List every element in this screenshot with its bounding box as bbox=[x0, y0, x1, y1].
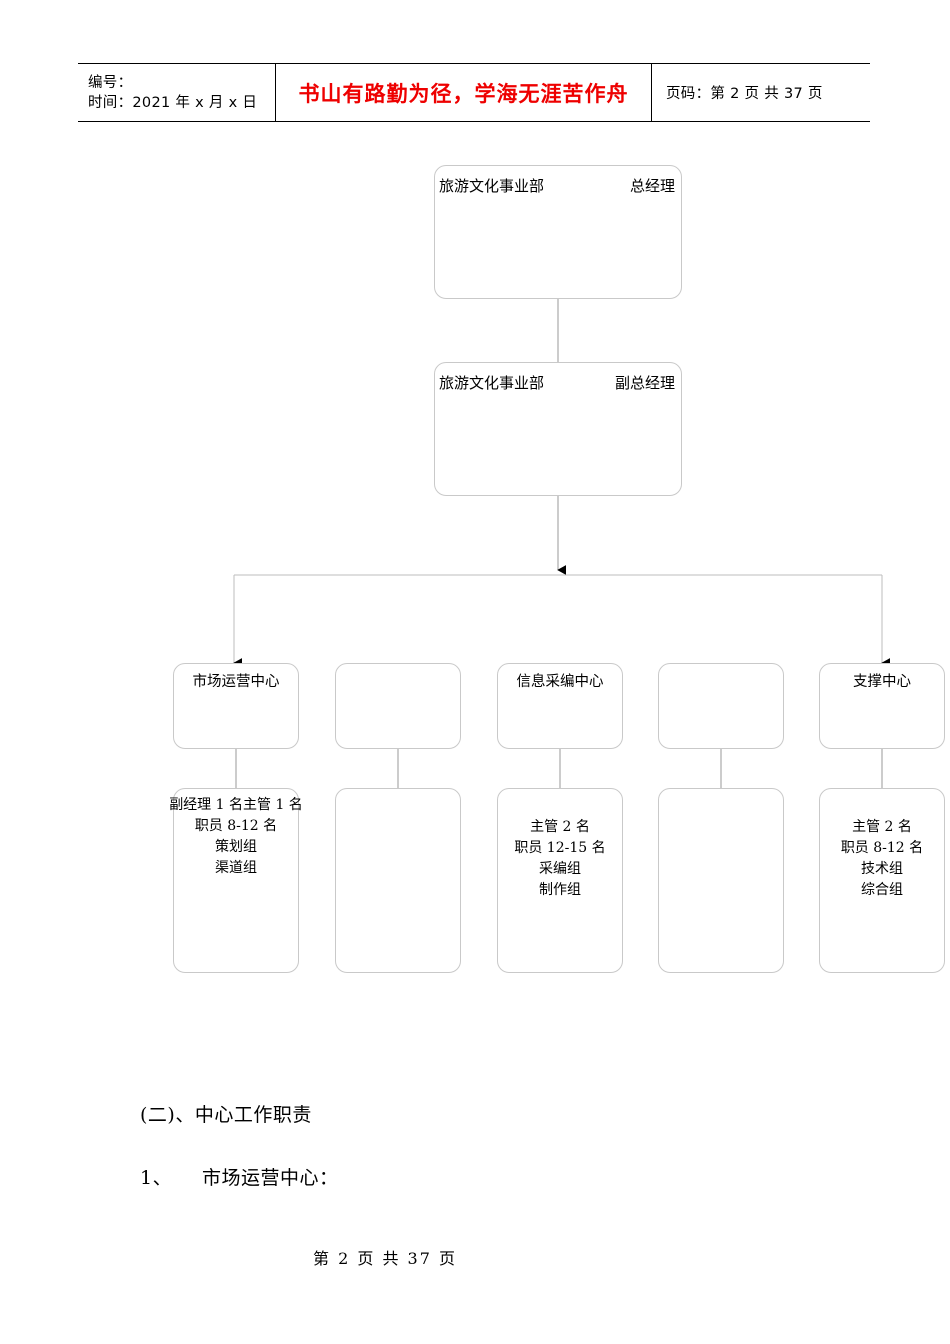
org-node-gm-dept: 旅游文化事业部 bbox=[439, 177, 545, 195]
org-node-dgm-dept: 旅游文化事业部 bbox=[439, 374, 545, 392]
detail-4-line2: 职员 8-12 名 bbox=[840, 840, 924, 856]
org-node-gm-row: 旅游文化事业部 总经理 bbox=[435, 175, 681, 197]
org-node-center-blank-3[interactable] bbox=[658, 663, 784, 749]
detail-4-line3: 技术组 bbox=[861, 861, 903, 877]
header-page-info: 页码：第 2 页 共 37 页 bbox=[666, 86, 823, 102]
detail-4-line4: 综合组 bbox=[861, 882, 903, 898]
org-node-detail-support[interactable]: 主管 2 名 职员 8-12 名 技术组 综合组 bbox=[819, 788, 945, 973]
detail-0-line1: 副经理 1 名主管 1 名 bbox=[169, 797, 303, 813]
center-title-2: 信息采编中心 bbox=[516, 674, 604, 690]
org-node-dgm-role: 副总经理 bbox=[614, 374, 675, 392]
org-node-detail-information-editing[interactable]: 主管 2 名 职员 12-15 名 采编组 制作组 bbox=[497, 788, 623, 973]
detail-lines-0: 副经理 1 名主管 1 名 职员 8-12 名 策划组 渠道组 bbox=[152, 795, 320, 879]
header-number-label: 编号： bbox=[88, 74, 133, 91]
detail-0-line4: 渠道组 bbox=[215, 860, 257, 876]
org-node-deputy-general-manager[interactable]: 旅游文化事业部 副总经理 bbox=[434, 362, 682, 496]
org-node-center-support[interactable]: 支撑中心 bbox=[819, 663, 945, 749]
page-footer: 第 2 页 共 37 页 bbox=[313, 1249, 457, 1268]
section-heading: (二)、中心工作职责 bbox=[140, 1104, 312, 1126]
org-node-detail-market-operations[interactable]: 副经理 1 名主管 1 名 职员 8-12 名 策划组 渠道组 bbox=[169, 788, 303, 973]
detail-lines-4: 主管 2 名 职员 8-12 名 技术组 综合组 bbox=[798, 817, 950, 901]
org-node-detail-blank-3[interactable] bbox=[658, 788, 784, 973]
section-item-1-number: 1、 bbox=[140, 1167, 173, 1189]
detail-2-line1: 主管 2 名 bbox=[530, 819, 590, 835]
header-motto: 书山有路勤为径，学海无涯苦作舟 bbox=[276, 64, 652, 121]
org-node-gm-role: 总经理 bbox=[629, 177, 675, 195]
detail-2-line3: 采编组 bbox=[539, 861, 581, 877]
detail-2-line4: 制作组 bbox=[539, 882, 581, 898]
center-title-0: 市场运营中心 bbox=[192, 674, 280, 690]
center-title-4: 支撑中心 bbox=[853, 674, 911, 690]
detail-4-line1: 主管 2 名 bbox=[852, 819, 912, 835]
section-item-1-text: 市场运营中心： bbox=[202, 1167, 339, 1189]
detail-0-line3: 策划组 bbox=[215, 839, 257, 855]
org-node-general-manager[interactable]: 旅游文化事业部 总经理 bbox=[434, 165, 682, 299]
header-cell-meta: 编号： 时间：2021 年 x 月 x 日 bbox=[78, 64, 276, 121]
org-node-detail-blank-1[interactable] bbox=[335, 788, 461, 973]
detail-lines-2: 主管 2 名 职员 12-15 名 采编组 制作组 bbox=[476, 817, 644, 901]
detail-2-line2: 职员 12-15 名 bbox=[514, 840, 606, 856]
org-node-dgm-row: 旅游文化事业部 副总经理 bbox=[435, 372, 681, 394]
detail-0-line2: 职员 8-12 名 bbox=[194, 818, 278, 834]
org-node-center-information-editing[interactable]: 信息采编中心 bbox=[497, 663, 623, 749]
org-node-center-market-operations[interactable]: 市场运营中心 bbox=[173, 663, 299, 749]
document-header-table: 编号： 时间：2021 年 x 月 x 日 书山有路勤为径，学海无涯苦作舟 页码… bbox=[78, 63, 870, 122]
section-list-item-1: 1、 市场运营中心： bbox=[140, 1163, 339, 1190]
header-date-label: 时间：2021 年 x 月 x 日 bbox=[88, 94, 258, 111]
org-node-center-blank-1[interactable] bbox=[335, 663, 461, 749]
